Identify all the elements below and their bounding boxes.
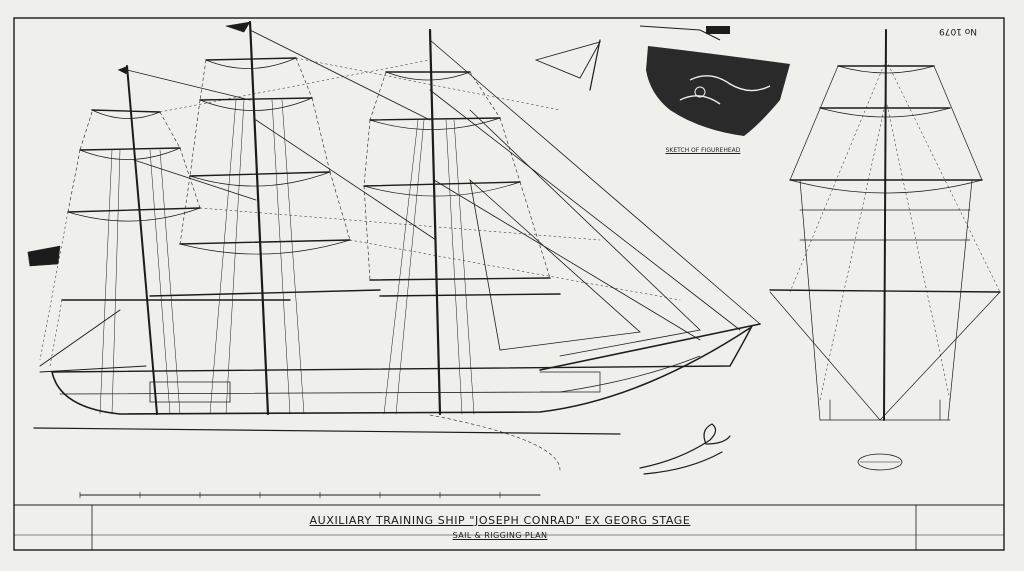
plan-of-top	[857, 453, 903, 471]
plate-number: No 1079	[939, 26, 978, 36]
hull-sheer	[51, 327, 751, 415]
mizzen-mast	[126, 65, 158, 415]
drawing-subtitle: SAIL & RIGGING PLAN	[452, 531, 548, 540]
figurehead-sketch	[639, 25, 790, 136]
figurehead-caption: SKETCH OF FIGUREHEAD	[665, 147, 741, 154]
fore-mast	[428, 28, 442, 416]
pennant-sketch	[534, 41, 601, 79]
drawing-title: AUXILIARY TRAINING SHIP "JOSEPH CONRAD" …	[309, 514, 691, 527]
bowsprit	[539, 323, 761, 371]
drawing-border	[13, 17, 1005, 551]
main-mast	[248, 20, 270, 416]
signature-mark	[639, 423, 731, 475]
waterline	[33, 427, 621, 435]
spanker-gaff	[39, 309, 121, 367]
ensign-flag	[27, 245, 61, 267]
front-view-mast	[883, 29, 887, 421]
